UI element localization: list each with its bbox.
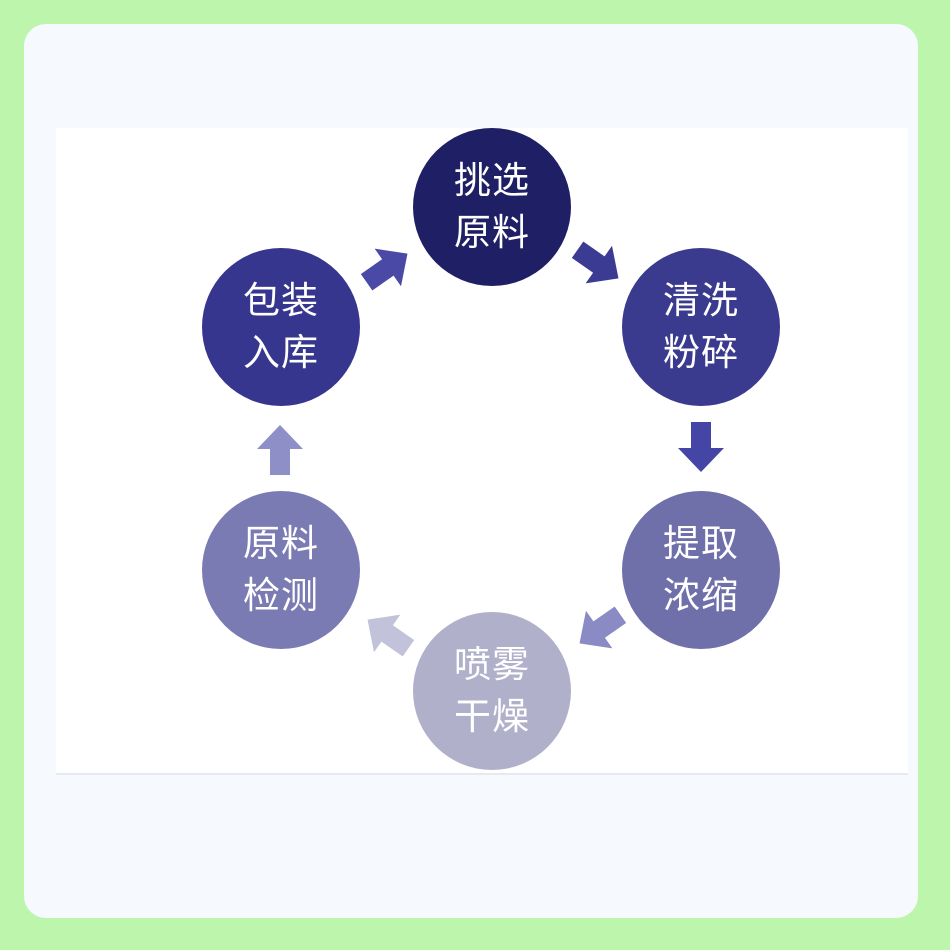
arrow-extract-to-spray-icon [566,596,633,662]
arrow-spray-to-inspect-icon [354,601,421,667]
node-select-materials: 挑选 原料 [413,128,571,286]
node-pack-store: 包装 入库 [202,248,360,406]
node-wash-crush: 清洗 粉碎 [622,248,780,406]
node-select-line2: 原料 [454,211,530,254]
node-extract-line2: 浓缩 [663,574,739,617]
node-inspect-line1: 原料 [243,522,319,565]
node-spray-line2: 干燥 [454,695,530,738]
node-wash-line2: 粉碎 [663,331,739,374]
arrow-wash-to-extract-icon [678,422,724,472]
node-extract-line1: 提取 [663,522,739,565]
node-wash-line1: 清洗 [663,279,739,322]
node-inspect-line2: 检测 [243,574,319,617]
node-spray-dry: 喷雾 干燥 [413,612,571,770]
node-material-inspection: 原料 检测 [202,491,360,649]
arrow-select-to-wash-icon [564,231,631,297]
node-pack-line2: 入库 [243,331,319,374]
arrow-inspect-to-pack-icon [257,425,303,475]
node-select-line1: 挑选 [454,159,530,202]
node-pack-line1: 包装 [243,279,319,322]
node-spray-line1: 喷雾 [454,643,530,686]
node-extract-concentrate: 提取 浓缩 [622,491,780,649]
arrow-pack-to-select-icon [353,235,420,301]
